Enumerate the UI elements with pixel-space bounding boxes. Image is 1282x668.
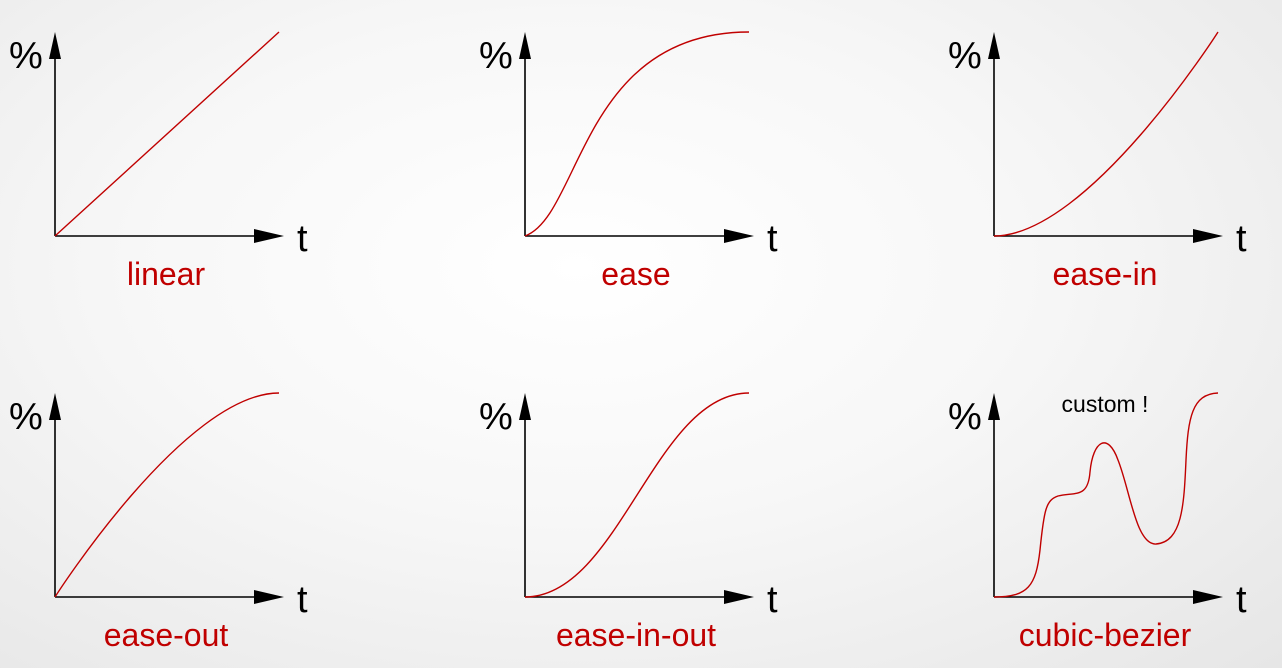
graph-ease-out: % t ease-out <box>9 392 308 653</box>
y-axis-label: % <box>9 35 43 77</box>
graph-ease-in: % t ease-in <box>948 31 1247 292</box>
y-axis-arrow-icon <box>49 32 61 59</box>
timing-function-name: cubic-bezier <box>1019 617 1192 653</box>
y-axis-label: % <box>479 35 513 77</box>
x-axis-arrow-icon <box>1193 229 1223 243</box>
timing-function-name: ease <box>601 256 670 292</box>
x-axis-label: t <box>297 579 308 621</box>
x-axis-label: t <box>297 218 308 260</box>
x-axis-arrow-icon <box>724 229 754 243</box>
x-axis-label: t <box>1236 218 1247 260</box>
timing-curve <box>524 31 750 237</box>
y-axis-label: % <box>948 396 982 438</box>
y-axis-label: % <box>948 35 982 77</box>
x-axis-arrow-icon <box>1193 590 1223 604</box>
graph-cubic-bezier: % t cubic-bezier custom ! <box>948 391 1247 653</box>
timing-function-name: ease-out <box>104 617 229 653</box>
timing-function-name: linear <box>127 256 206 292</box>
timing-function-name: ease-in-out <box>556 617 716 653</box>
x-axis-arrow-icon <box>254 229 284 243</box>
x-axis-arrow-icon <box>254 590 284 604</box>
timing-curve <box>993 392 1219 598</box>
y-axis-arrow-icon <box>519 32 531 59</box>
y-axis-arrow-icon <box>519 393 531 420</box>
x-axis-label: t <box>767 218 778 260</box>
timing-function-name: ease-in <box>1053 256 1158 292</box>
custom-note: custom ! <box>1062 391 1149 417</box>
timing-curve <box>524 392 750 598</box>
graph-linear: % t linear <box>9 31 308 292</box>
y-axis-arrow-icon <box>988 393 1000 420</box>
y-axis-label: % <box>479 396 513 438</box>
graph-ease: % t ease <box>479 31 778 292</box>
timing-curve <box>54 31 280 237</box>
y-axis-label: % <box>9 396 43 438</box>
y-axis-arrow-icon <box>49 393 61 420</box>
y-axis-arrow-icon <box>988 32 1000 59</box>
x-axis-label: t <box>767 579 778 621</box>
x-axis-label: t <box>1236 579 1247 621</box>
timing-curve <box>993 31 1219 237</box>
graph-ease-in-out: % t ease-in-out <box>479 392 778 653</box>
x-axis-arrow-icon <box>724 590 754 604</box>
timing-curve <box>54 392 280 598</box>
